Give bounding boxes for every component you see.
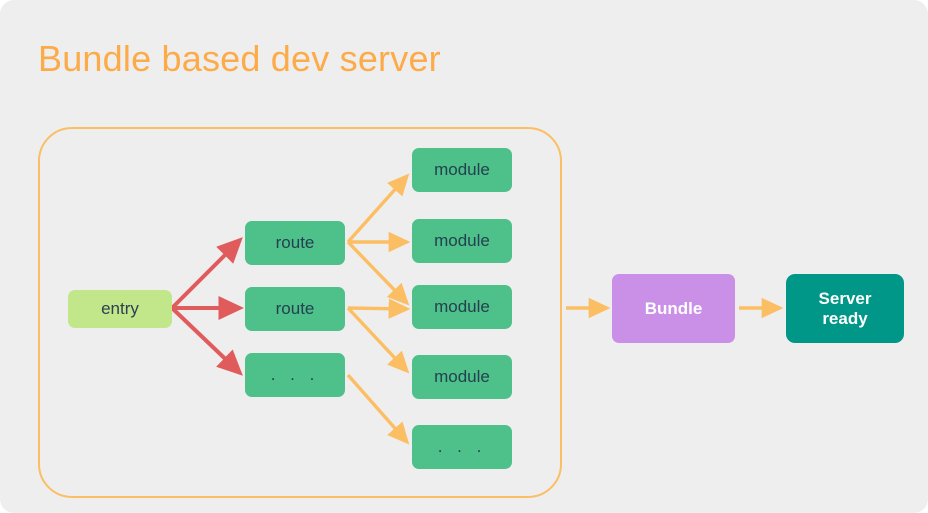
node-module-5[interactable]: . . .	[412, 425, 512, 469]
node-route-3-label: . . .	[270, 365, 320, 385]
node-route-2[interactable]: route	[245, 287, 345, 331]
node-entry-label: entry	[101, 299, 139, 319]
node-server-ready[interactable]: Server ready	[786, 274, 904, 343]
page-title: Bundle based dev server	[38, 38, 441, 79]
node-module-3[interactable]: module	[412, 285, 512, 329]
node-bundle[interactable]: Bundle	[612, 274, 735, 343]
node-module-5-label: . . .	[437, 437, 487, 457]
node-module-3-label: module	[434, 297, 490, 317]
node-route-2-label: route	[275, 299, 315, 319]
node-route-1[interactable]: route	[245, 221, 345, 265]
bundle-graph-group-frame	[38, 127, 562, 498]
node-entry[interactable]: entry	[68, 290, 172, 328]
node-module-4[interactable]: module	[412, 355, 512, 399]
node-module-2-label: module	[434, 231, 490, 251]
node-server-ready-line-2: ready	[822, 308, 868, 328]
node-module-4-label: module	[434, 367, 490, 387]
node-server-ready-line-1: Server	[818, 288, 872, 308]
node-route-3[interactable]: . . .	[245, 353, 345, 397]
node-module-2[interactable]: module	[412, 219, 512, 263]
node-module-1[interactable]: module	[412, 148, 512, 192]
node-route-1-label: route	[275, 233, 315, 253]
node-module-1-label: module	[434, 160, 490, 180]
node-bundle-label: Bundle	[644, 298, 703, 318]
